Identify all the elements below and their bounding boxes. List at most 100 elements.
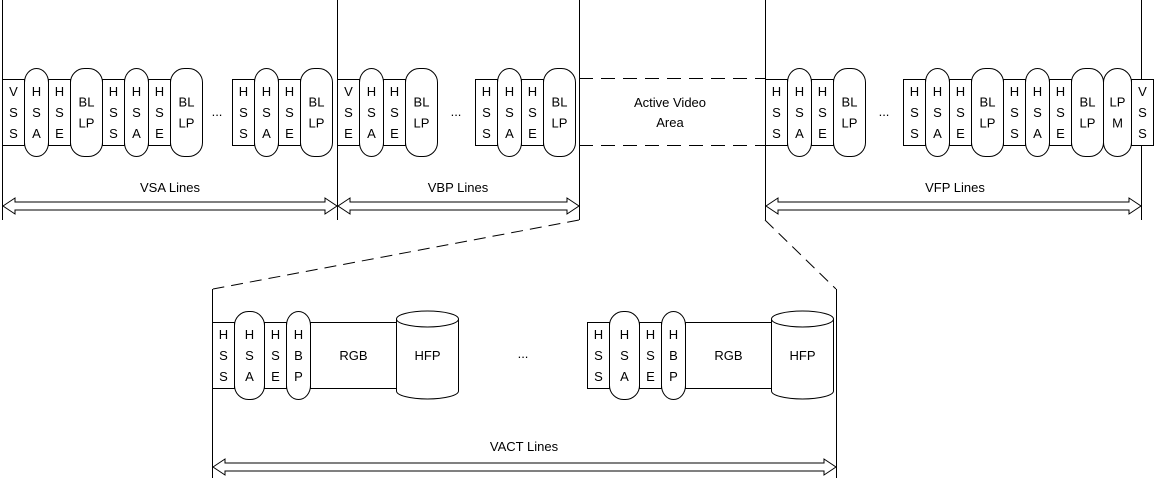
hss-packet: HSS xyxy=(765,79,788,146)
packet-rounded xyxy=(971,68,1004,157)
packet-letter: S xyxy=(933,105,942,120)
packet-letter: V xyxy=(9,84,18,99)
bottom-ellipsis: ... xyxy=(518,346,529,361)
packet-letter: A xyxy=(620,369,629,384)
packet-letter: S xyxy=(1033,105,1042,120)
hse-packet: HSE xyxy=(278,79,301,146)
packet-letter: H xyxy=(132,84,141,99)
hsa-packet: HSA xyxy=(124,68,149,157)
active-area-label-line1: Active Video xyxy=(634,95,706,110)
packet-letter: S xyxy=(245,348,254,363)
packet-letter: H xyxy=(818,84,827,99)
hsa-packet: HSA xyxy=(24,68,49,157)
packet-letter: S xyxy=(109,105,118,120)
packet-letter: H xyxy=(910,84,919,99)
packet-letter: S xyxy=(482,105,491,120)
packet-letter: S xyxy=(528,105,537,120)
hse-packet: HSE xyxy=(949,79,972,146)
bllp-packet: BL LP xyxy=(833,68,866,157)
packet-drum xyxy=(771,310,834,400)
packet-letter: S xyxy=(482,126,491,141)
hse-packet: HSE xyxy=(1049,79,1072,146)
top-span-arrows: VSA Lines VBP Lines VFP Lines xyxy=(140,180,985,195)
packet-letter: H xyxy=(285,84,294,99)
vss-packet: VSS xyxy=(1131,79,1154,146)
packet-letter: S xyxy=(367,105,376,120)
hfp-packet: HFP xyxy=(396,310,459,400)
packet-letter: HFP xyxy=(415,348,441,363)
packet-letter: V xyxy=(344,84,353,99)
packet-letter: P xyxy=(669,369,678,384)
packet-letter: H xyxy=(505,84,514,99)
hse-packet: HSE xyxy=(521,79,544,146)
vfp-span-arrow xyxy=(765,197,1142,215)
packet-letter: BL xyxy=(179,95,195,110)
packet-letter: S xyxy=(219,369,228,384)
packet-letter: H xyxy=(245,327,254,342)
packet-letter: H xyxy=(390,84,399,99)
packet-letter: H xyxy=(482,84,491,99)
packet-letter: BL xyxy=(1080,95,1096,110)
packet-letter: BL xyxy=(842,95,858,110)
hss-packet: HSS xyxy=(232,79,255,146)
packet-letter: V xyxy=(1138,84,1147,99)
hss-packet: HSS xyxy=(475,79,498,146)
packet-letter: H xyxy=(1010,84,1019,99)
packet-letter: S xyxy=(1056,105,1065,120)
packet-letter: BL xyxy=(309,95,325,110)
packet-drum xyxy=(396,310,459,400)
hbp-packet: HBP xyxy=(661,311,686,400)
packet-letter: S xyxy=(795,105,804,120)
packet-letter: H xyxy=(155,84,164,99)
packet-letter: E xyxy=(390,126,399,141)
packet-letter: S xyxy=(239,105,248,120)
packet-rounded xyxy=(1103,68,1132,157)
vact-span-arrow xyxy=(212,458,837,476)
packet-letter: LP xyxy=(980,116,996,131)
zoom-connectors xyxy=(212,219,837,290)
packet-letter: H xyxy=(262,84,271,99)
vss-packet: VSS xyxy=(2,79,25,146)
hse-packet: HSE xyxy=(148,79,171,146)
hss-packet: HSS xyxy=(587,322,610,389)
packet-letter: S xyxy=(772,105,781,120)
hsa-packet: HSA xyxy=(359,68,384,157)
packet-letter: E xyxy=(271,369,280,384)
packet-letter: BL xyxy=(79,95,95,110)
packet-letter: A xyxy=(245,369,254,384)
packet-letter: LP xyxy=(1110,95,1126,110)
packet-letter: S xyxy=(9,105,18,120)
packet-letter: E xyxy=(956,126,965,141)
packet-letter: A xyxy=(262,126,271,141)
hfp-packet: HFP xyxy=(771,310,834,400)
packet-letter: S xyxy=(505,105,514,120)
packet-letter: S xyxy=(956,105,965,120)
packet-letter: BL xyxy=(552,95,568,110)
packet-letter: E xyxy=(285,126,294,141)
packet-letter: RGB xyxy=(714,348,742,363)
packet-letter: LP xyxy=(842,116,858,131)
packet-letter: B xyxy=(669,348,678,363)
hsa-packet: HSA xyxy=(234,311,265,400)
packet-letter: E xyxy=(646,369,655,384)
packet-letter: BL xyxy=(414,95,430,110)
hsa-packet: HSA xyxy=(497,68,522,157)
packet-letter: H xyxy=(219,327,228,342)
packet-letter: E xyxy=(528,126,537,141)
vsa-lines-label: VSA Lines xyxy=(140,180,200,195)
packet-letter: B xyxy=(294,348,303,363)
hss-packet: HSS xyxy=(102,79,125,146)
active-area-label-line2: Area xyxy=(656,115,684,130)
ellipsis-text: ... xyxy=(451,104,462,119)
packet-letter: S xyxy=(9,126,18,141)
packet-letter: S xyxy=(262,105,271,120)
packet-letter: A xyxy=(32,126,41,141)
packet-letter: S xyxy=(646,348,655,363)
packet-letter: E xyxy=(344,126,353,141)
hss-packet: HSS xyxy=(212,322,235,389)
packet-letter: S xyxy=(390,105,399,120)
